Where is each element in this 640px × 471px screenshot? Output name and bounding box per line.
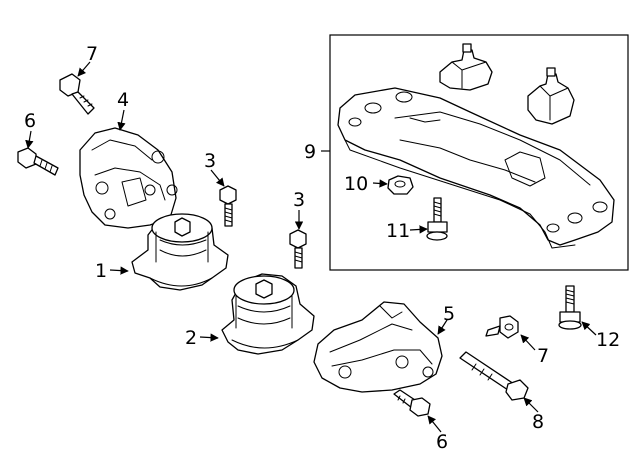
- bolt-part-7-lower: [485, 315, 519, 339]
- crossmember-part-9: [337, 87, 615, 249]
- mount-part-2: [221, 273, 315, 355]
- callout-labels: 1 2 3 3 4 5 6 6 7 7 8 9 10 11 12: [24, 43, 620, 453]
- crossmember-insulator-right: [527, 67, 575, 125]
- bolt-part-8: [459, 351, 529, 401]
- leader-7-lower: [520, 334, 536, 351]
- leader-4: [117, 109, 126, 131]
- leader-10: [372, 179, 388, 188]
- bracket-part-4: [79, 127, 178, 229]
- callout-9: 9: [304, 141, 316, 163]
- callout-5: 5: [443, 303, 455, 325]
- callout-7-lower: 7: [537, 345, 549, 367]
- nut-part-10: [387, 175, 414, 195]
- callout-8: 8: [532, 411, 544, 433]
- callout-3-right: 3: [293, 189, 305, 211]
- leader-8: [523, 397, 539, 413]
- callout-7-upper: 7: [86, 43, 98, 65]
- bracket-part-5: [313, 301, 443, 393]
- leader-1: [109, 266, 129, 275]
- leader-6-upper: [25, 130, 34, 149]
- callout-2: 2: [185, 327, 197, 349]
- leader-6-lower: [427, 415, 442, 433]
- leader-11: [409, 225, 428, 234]
- callout-4: 4: [117, 89, 129, 111]
- callout-1: 1: [95, 260, 107, 282]
- leader-2: [199, 333, 219, 342]
- leader-7-upper: [77, 61, 91, 77]
- bolt-part-7-upper: [59, 73, 95, 115]
- leader-3-left: [210, 169, 225, 187]
- callout-10: 10: [344, 173, 368, 195]
- bolt-part-3-left: [219, 185, 237, 227]
- leader-lines: [25, 61, 597, 433]
- callout-6-lower: 6: [436, 431, 448, 453]
- bolt-part-3-right: [289, 229, 307, 269]
- bolt-part-6-upper: [17, 147, 59, 176]
- callout-11: 11: [386, 220, 410, 242]
- callout-6-upper: 6: [24, 110, 36, 132]
- leader-5: [437, 319, 448, 335]
- callout-12: 12: [596, 329, 620, 351]
- callout-3-left: 3: [204, 150, 216, 172]
- bolt-part-6-lower: [393, 389, 431, 417]
- leader-12: [581, 321, 597, 336]
- mount-part-1: [131, 213, 229, 291]
- bolt-part-11: [426, 197, 448, 241]
- crossmember-insulator-left: [439, 43, 493, 91]
- crossmember-inset-frame: [329, 34, 629, 271]
- bolt-part-12: [558, 285, 582, 330]
